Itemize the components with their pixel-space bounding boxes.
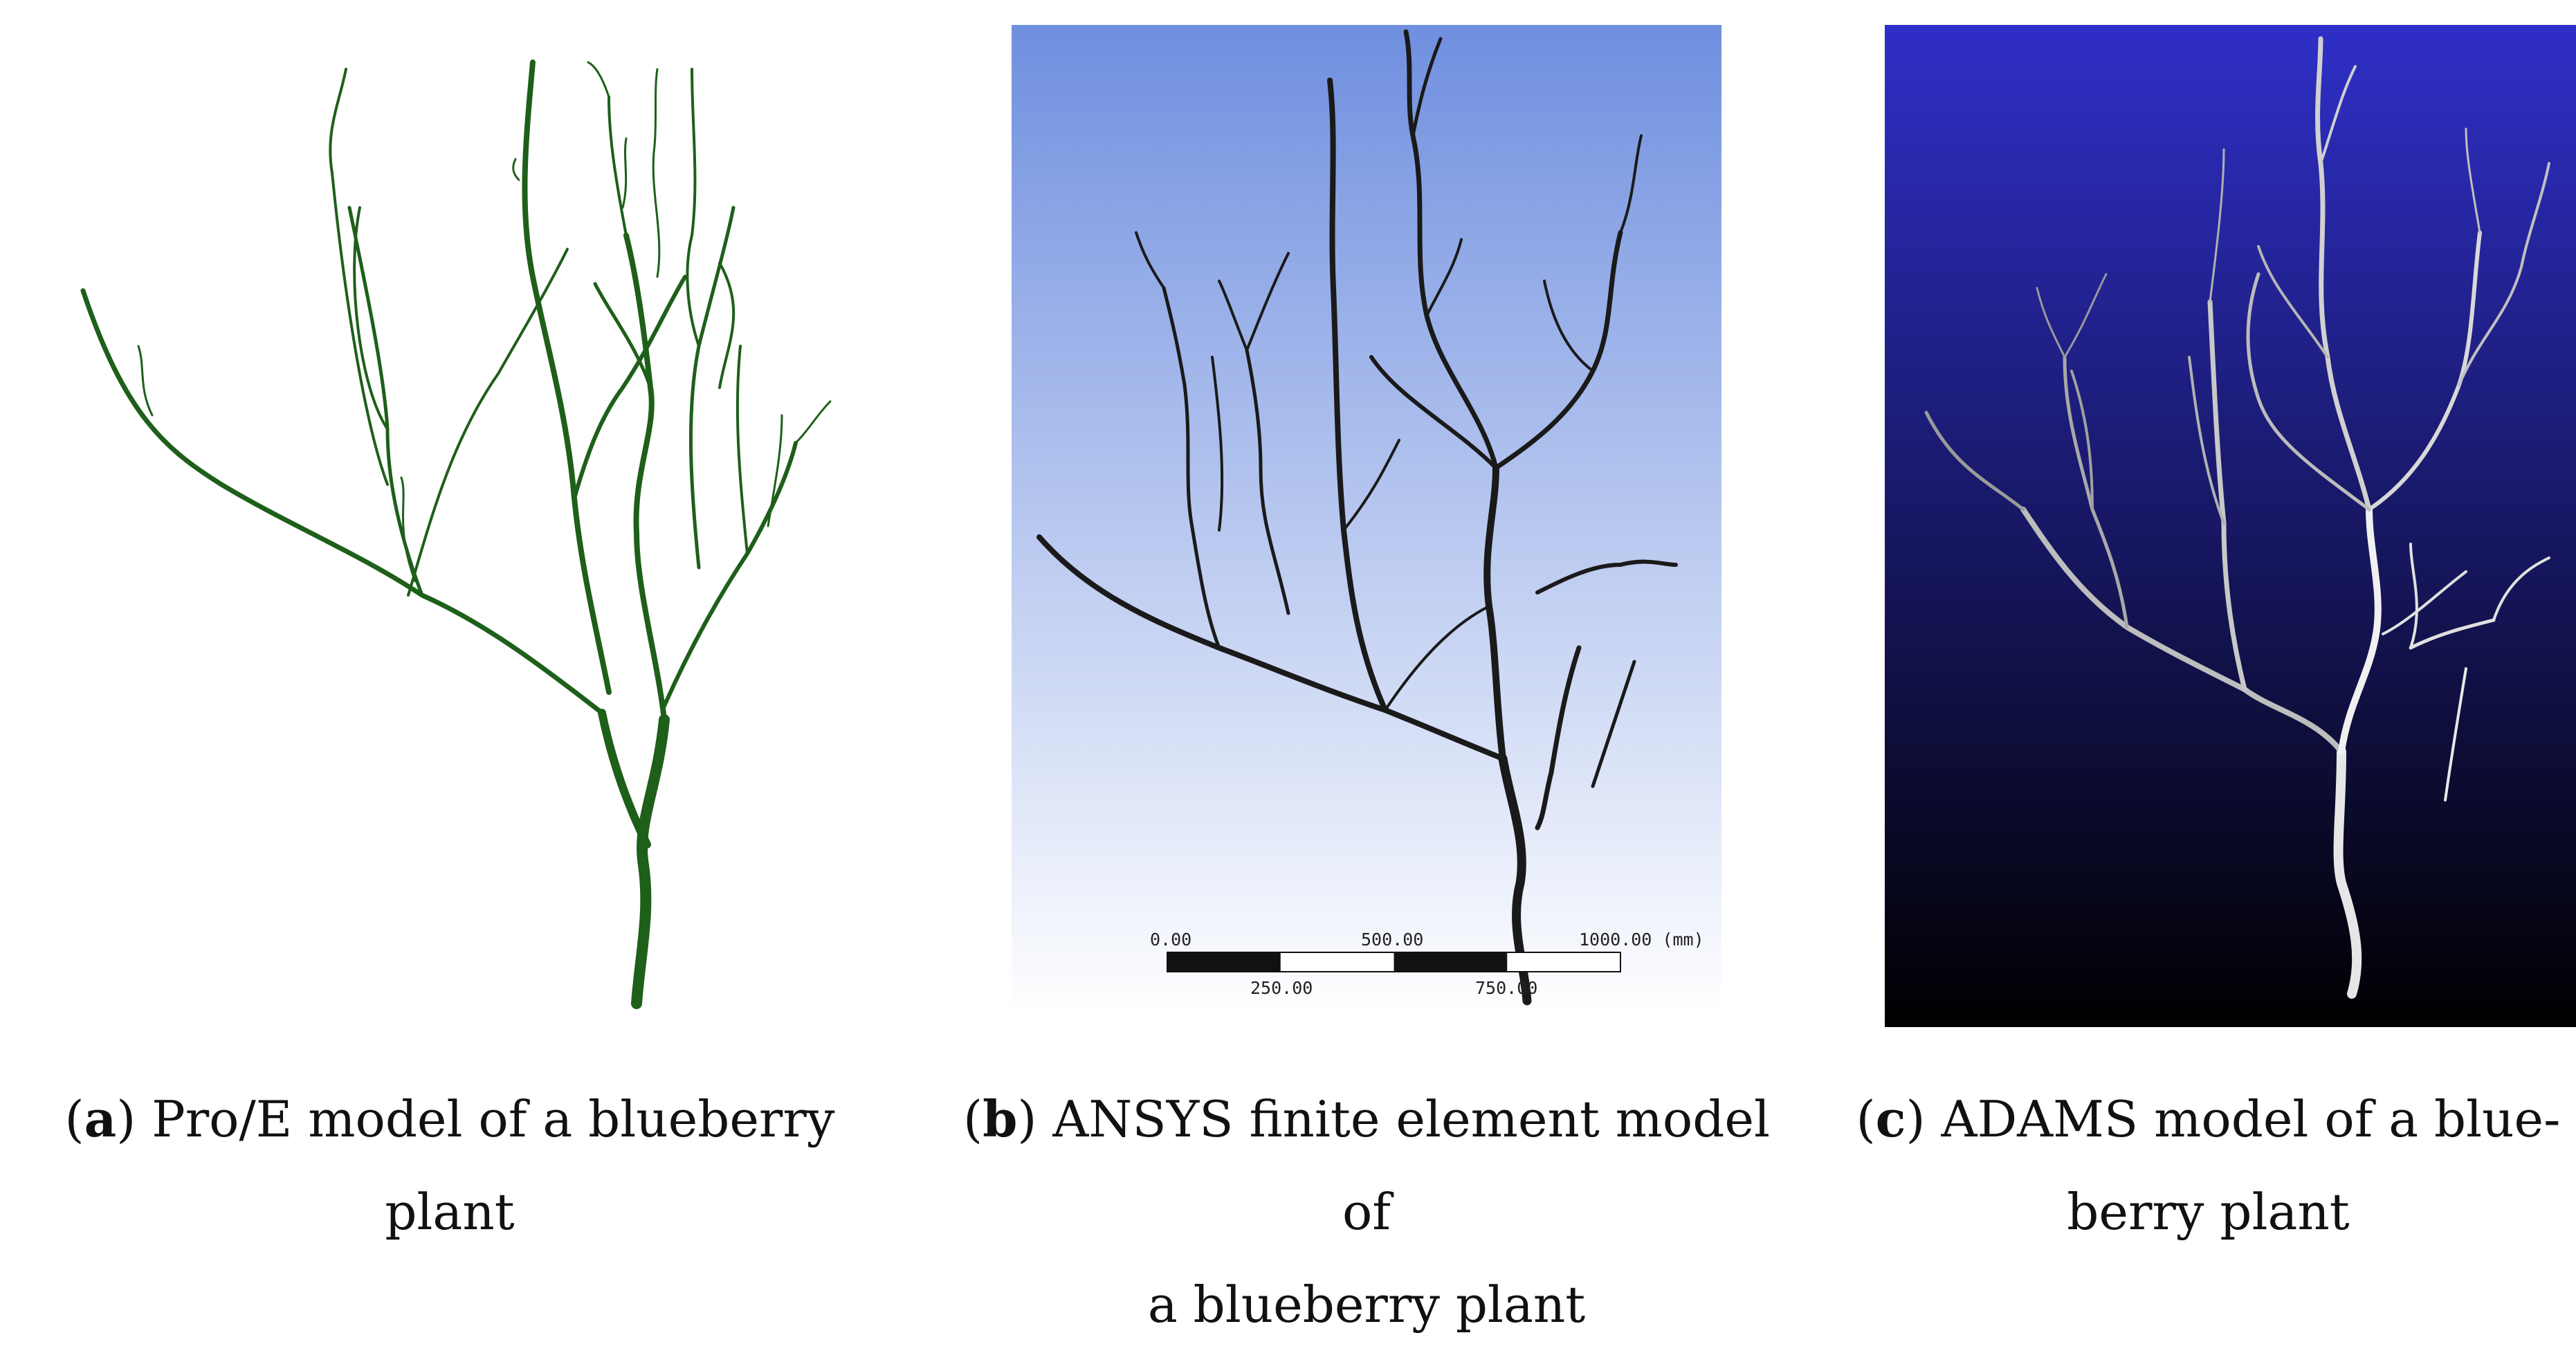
caption-b: (b) ANSYS finite element model of a blue… bbox=[962, 1089, 1770, 1334]
proe-branches bbox=[80, 60, 832, 1009]
figure-a-proe-model bbox=[0, 0, 899, 1038]
ansys-background bbox=[1012, 25, 1721, 1016]
caption-c: (c) ADAMS model of a blue- berry plant bbox=[1856, 1089, 2561, 1241]
ansys-scale-bar: 0.00 500.00 1000.00 (mm) 250.00 750.00 bbox=[1150, 930, 1704, 998]
ansys-plant-drawing: 0.00 500.00 1000.00 (mm) 250.00 750.00 bbox=[1012, 25, 1721, 1016]
scale-label-500: 500.00 bbox=[1361, 930, 1423, 950]
figure-c-adams-model bbox=[1885, 25, 2576, 1027]
adams-background bbox=[1885, 25, 2576, 1027]
adams-plant-drawing bbox=[1885, 25, 2576, 1027]
caption-a: (a) Pro/E model of a blueberry plant bbox=[64, 1089, 835, 1241]
ansys-branches bbox=[1036, 29, 1678, 1006]
caption-b-label: b bbox=[983, 1089, 1018, 1148]
caption-c-text-line1: ADAMS model of a blue- bbox=[1941, 1090, 2561, 1148]
scale-label-1000: 1000.00 (mm) bbox=[1579, 930, 1704, 950]
adams-branches bbox=[1924, 36, 2550, 999]
caption-b-text-line1: ANSYS finite element model of bbox=[1052, 1090, 1770, 1241]
scale-label-750: 750.00 bbox=[1475, 978, 1537, 998]
caption-a-text: Pro/E model of a blueberry plant bbox=[152, 1090, 835, 1241]
proe-plant-drawing bbox=[80, 60, 832, 1009]
scale-label-0: 0.00 bbox=[1150, 930, 1191, 950]
scale-label-250: 250.00 bbox=[1250, 978, 1313, 998]
caption-c-label: c bbox=[1875, 1089, 1906, 1148]
caption-a-label: a bbox=[84, 1089, 117, 1148]
caption-b-text-line2: a blueberry plant bbox=[1147, 1276, 1586, 1334]
figure-b-ansys-model: 0.00 500.00 1000.00 (mm) 250.00 750.00 bbox=[1012, 25, 1721, 1016]
caption-c-text-line2: berry plant bbox=[2067, 1183, 2350, 1241]
